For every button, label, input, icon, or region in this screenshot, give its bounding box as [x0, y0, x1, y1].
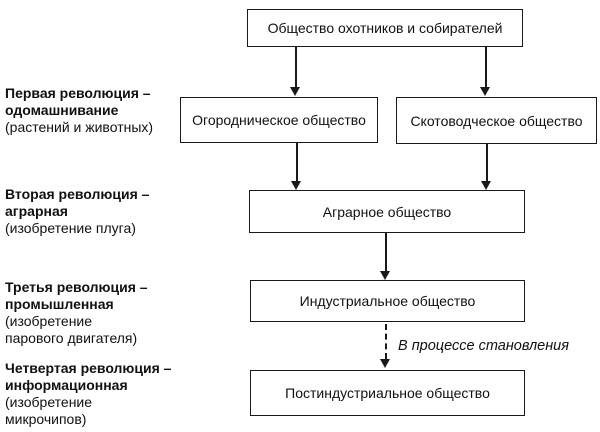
arrow-down-icon: [291, 181, 301, 190]
box-agrarian-society: Аграрное общество: [249, 190, 525, 233]
revolution-label-fourth: Четвертая революция – информационная (из…: [5, 360, 183, 428]
arrow-down-icon: [480, 87, 490, 96]
revolution-title: Вторая революция –: [5, 186, 150, 202]
revolution-note: микрочипов): [5, 411, 87, 427]
in-formation-note: В процессе становления: [398, 338, 569, 354]
revolution-name: аграрная: [5, 203, 68, 219]
dashed-arrow-line-industrial-to-postindustrial: [385, 324, 387, 359]
box-label: Скотоводческое общество: [410, 112, 583, 129]
revolution-label-first: Первая революция – одомашнивание (растен…: [5, 85, 183, 136]
revolution-note: (изобретение плуга): [5, 220, 136, 236]
box-horticultural-society: Огородническое общество: [180, 97, 378, 143]
box-postindustrial-society: Постиндустриальное общество: [250, 370, 525, 416]
box-label: Общество охотников и собирателей: [267, 20, 503, 36]
arrow-down-icon: [481, 181, 491, 190]
revolution-note: парового двигателя): [5, 330, 138, 346]
arrow-line-hunters-to-horticultural: [295, 47, 297, 87]
arrow-down-icon: [290, 87, 300, 96]
box-hunters-gatherers-society: Общество охотников и собирателей: [247, 9, 523, 47]
arrow-line-pastoral-to-agrarian: [486, 144, 488, 181]
revolution-label-third: Третья революция – промышленная (изобрет…: [5, 279, 183, 347]
box-label: Постиндустриальное общество: [285, 385, 490, 401]
arrow-line-hunters-to-pastoral: [485, 47, 487, 87]
box-label: Огородническое общество: [192, 112, 366, 128]
revolution-title: Первая революция –: [5, 85, 151, 101]
revolution-note: (изобретение: [5, 394, 93, 410]
revolution-name: одомашнивание: [5, 102, 119, 118]
arrow-line-agrarian-to-industrial: [385, 233, 387, 271]
revolution-name: промышленная: [5, 296, 114, 312]
box-industrial-society: Индустриальное общество: [250, 280, 525, 322]
revolution-title: Третья революция –: [5, 279, 148, 295]
revolution-note: (растений и животных): [5, 119, 154, 135]
box-label: Индустриальное общество: [299, 293, 476, 309]
revolution-title: Четвертая революция –: [5, 360, 172, 376]
revolution-name: информационная: [5, 377, 128, 393]
arrow-line-horticultural-to-agrarian: [296, 143, 298, 181]
arrow-down-icon: [380, 359, 390, 368]
box-pastoral-society: Скотоводческое общество: [396, 97, 597, 144]
revolution-note: (изобретение: [5, 313, 93, 329]
box-label: Аграрное общество: [322, 203, 452, 220]
arrow-down-icon: [380, 271, 390, 280]
revolution-label-second: Вторая революция – аграрная (изобретение…: [5, 186, 183, 237]
